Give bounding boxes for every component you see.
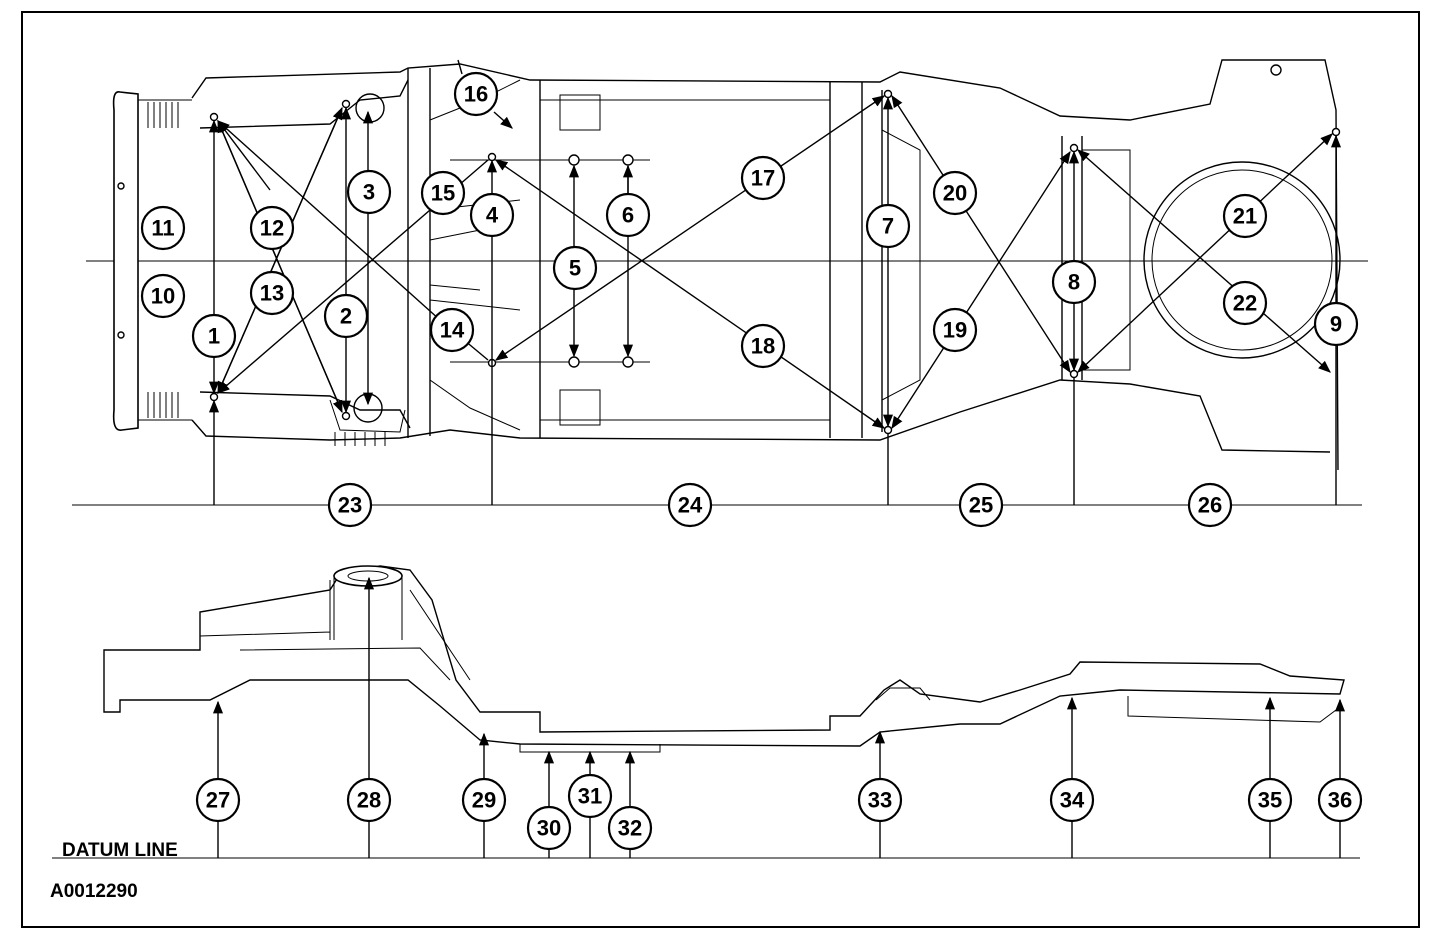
svg-text:10: 10 — [151, 284, 175, 309]
callout-11: 11 — [140, 205, 186, 251]
callout-1: 1 — [191, 313, 237, 359]
callout-7: 7 — [865, 203, 911, 249]
callout-33: 33 — [857, 777, 903, 823]
svg-text:11: 11 — [151, 216, 174, 241]
datum-line-label: DATUM LINE — [62, 840, 178, 861]
callout-28: 28 — [346, 777, 392, 823]
callout-17: 17 — [740, 155, 786, 201]
callout-8: 8 — [1051, 259, 1097, 305]
callout-21: 21 — [1222, 193, 1268, 239]
svg-text:26: 26 — [1198, 493, 1222, 518]
frame-side-view — [103, 565, 1345, 753]
callout-35: 35 — [1247, 777, 1293, 823]
callout-18: 18 — [740, 323, 786, 369]
callout-19: 19 — [932, 307, 978, 353]
callout-26: 26 — [1187, 482, 1233, 528]
svg-text:7: 7 — [882, 214, 894, 239]
svg-text:19: 19 — [943, 318, 967, 343]
callout-9: 9 — [1313, 301, 1359, 347]
figure-id-label: A0012290 — [50, 881, 138, 902]
svg-text:16: 16 — [464, 82, 488, 107]
callout-29: 29 — [461, 777, 507, 823]
callout-14: 14 — [429, 307, 475, 353]
svg-text:24: 24 — [678, 493, 703, 518]
svg-text:28: 28 — [357, 788, 381, 813]
callout-12: 12 — [249, 205, 295, 251]
svg-text:4: 4 — [486, 203, 499, 228]
svg-text:14: 14 — [440, 318, 465, 343]
callout-16: 16 — [453, 71, 499, 117]
callout-31: 31 — [567, 773, 613, 819]
callout-20: 20 — [932, 170, 978, 216]
callout-5: 5 — [552, 245, 598, 291]
svg-text:18: 18 — [751, 334, 775, 359]
svg-text:2: 2 — [340, 304, 352, 329]
callout-36: 36 — [1317, 777, 1363, 823]
callout-13: 13 — [249, 270, 295, 316]
callout-27: 27 — [195, 777, 241, 823]
figure-border — [21, 11, 1420, 928]
callout-22: 22 — [1222, 280, 1268, 326]
svg-text:8: 8 — [1068, 270, 1080, 295]
svg-text:21: 21 — [1233, 204, 1257, 229]
callout-3: 3 — [346, 169, 392, 215]
svg-text:1: 1 — [208, 324, 220, 349]
top-view-dimension-lines — [72, 59, 1362, 506]
svg-text:32: 32 — [618, 816, 642, 841]
svg-text:25: 25 — [969, 493, 993, 518]
callout-4: 4 — [469, 192, 515, 238]
frame-top-view — [86, 59, 1368, 471]
svg-text:33: 33 — [868, 788, 892, 813]
svg-text:36: 36 — [1328, 788, 1352, 813]
svg-text:3: 3 — [363, 180, 375, 205]
svg-text:15: 15 — [431, 181, 455, 206]
svg-text:22: 22 — [1233, 291, 1257, 316]
svg-text:17: 17 — [751, 166, 775, 191]
svg-text:29: 29 — [472, 788, 496, 813]
callout-23: 23 — [327, 482, 373, 528]
callout-10: 10 — [140, 273, 186, 319]
callout-25: 25 — [958, 482, 1004, 528]
callout-2: 2 — [323, 293, 369, 339]
callout-6: 6 — [605, 192, 651, 238]
svg-text:34: 34 — [1060, 788, 1085, 813]
svg-text:20: 20 — [943, 181, 967, 206]
svg-text:12: 12 — [260, 216, 284, 241]
svg-text:30: 30 — [537, 816, 561, 841]
svg-text:13: 13 — [260, 281, 284, 306]
svg-text:31: 31 — [578, 784, 602, 809]
svg-text:35: 35 — [1258, 788, 1282, 813]
callout-30: 30 — [526, 805, 572, 851]
svg-text:9: 9 — [1330, 312, 1342, 337]
svg-text:23: 23 — [338, 493, 362, 518]
callout-15: 15 — [420, 170, 466, 216]
callout-34: 34 — [1049, 777, 1095, 823]
callout-32: 32 — [607, 805, 653, 851]
side-view-dimension-lines — [52, 576, 1360, 859]
callout-24: 24 — [667, 482, 713, 528]
svg-text:5: 5 — [569, 256, 581, 281]
svg-text:27: 27 — [206, 788, 230, 813]
svg-text:6: 6 — [622, 203, 634, 228]
